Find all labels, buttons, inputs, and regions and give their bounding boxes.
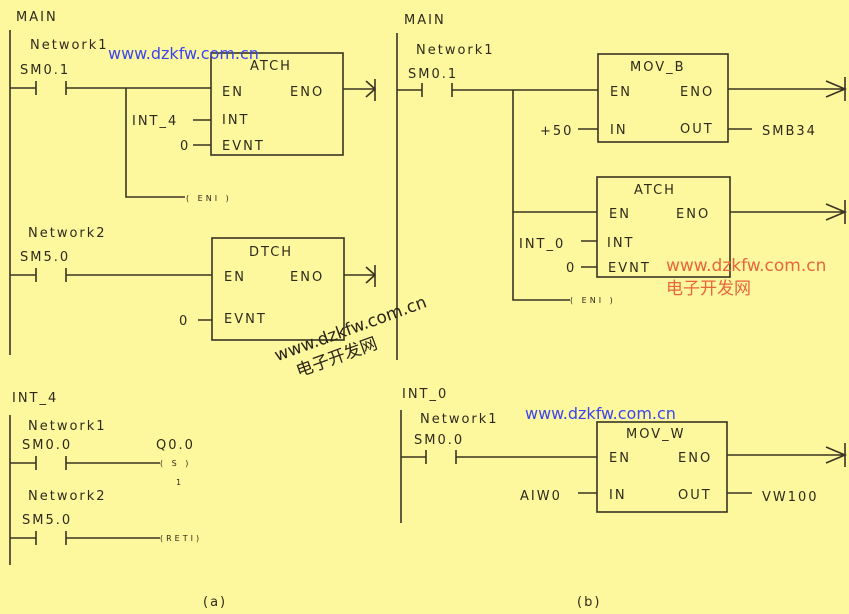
network2-label: Network2 (28, 226, 107, 241)
pin-in: IN (610, 123, 628, 138)
contact-sm01 (10, 81, 211, 95)
watermark-url: www.dzkfw.com.cn (525, 404, 676, 423)
pin-eno: ENO (290, 85, 324, 100)
set-coil: ( S ) (160, 459, 191, 468)
evnt-value: 0 (179, 314, 189, 329)
eni-coil: ( ENI ) (186, 194, 232, 203)
in-value: AIW0 (520, 489, 562, 504)
contact-label: SM0.0 (22, 438, 72, 453)
network1-label: Network1 (420, 412, 499, 427)
out-value: SMB34 (762, 124, 817, 139)
mov-b-box (597, 53, 729, 143)
pin-out: OUT (678, 488, 712, 503)
watermarks: www.dzkfw.com.cn www.dzkfw.com.cn www.dz… (108, 44, 826, 423)
network2-label: Network2 (28, 489, 107, 504)
evnt-value: 0 (566, 261, 576, 276)
branch-wire (125, 88, 185, 198)
contact-sm01 (397, 83, 598, 301)
int-title: INT_0 (402, 387, 448, 402)
caption-b: (b) (577, 595, 601, 610)
pin-evnt: EVNT (608, 261, 651, 276)
pin-int: INT (222, 113, 250, 128)
evnt-value: 0 (180, 139, 190, 154)
contact-label: SM0.1 (20, 63, 70, 78)
wires (578, 77, 848, 130)
pin-out: OUT (680, 122, 714, 137)
pin-en: EN (609, 451, 631, 466)
pin-eno: ENO (678, 451, 712, 466)
coil-address: Q0.0 (156, 438, 195, 453)
int-title: INT_4 (12, 391, 58, 406)
contact-sm00 (10, 456, 160, 470)
caption-a: (a) (203, 595, 227, 610)
wires (578, 443, 848, 494)
coil-count: 1 (176, 478, 184, 487)
pin-en: EN (222, 85, 244, 100)
pin-evnt: EVNT (222, 139, 265, 154)
box-title: ATCH (250, 59, 292, 74)
reti-coil: (RETI) (160, 534, 202, 543)
wires (581, 200, 848, 268)
contact-label: SM0.0 (414, 433, 464, 448)
pin-int: INT (607, 236, 635, 251)
watermark-url: www.dzkfw.com.cn (666, 256, 826, 276)
contact-label: SM5.0 (22, 513, 72, 528)
contact-sm50 (10, 531, 160, 545)
network1-label: Network1 (28, 419, 107, 434)
wires (193, 79, 377, 146)
mov-w-box (596, 421, 728, 513)
contact-sm00 (401, 450, 597, 464)
box-title: DTCH (249, 245, 293, 260)
pin-eno: ENO (676, 207, 710, 222)
diagram-a-int4: INT_4 Network1 SM0.0 Q0.0 ( S ) 1 Networ… (9, 391, 227, 610)
dtch-box (211, 237, 345, 341)
diagram-b-main: MAIN Network1 SM0.1 ( ENI ) MOV_B EN ENO… (396, 13, 848, 360)
atch-box (596, 176, 731, 278)
pin-eno: ENO (290, 270, 324, 285)
pin-en: EN (609, 207, 631, 222)
int-value: INT_4 (132, 114, 178, 129)
main-title: MAIN (404, 13, 446, 28)
diagram-b-int0: INT_0 Network1 SM0.0 MOV_W EN ENO IN OUT… (400, 387, 848, 610)
box-title: ATCH (634, 183, 676, 198)
watermark-cn: 电子开发网 (666, 279, 751, 299)
pin-in: IN (609, 488, 627, 503)
network1-label: Network1 (30, 38, 109, 53)
box-title: MOV_B (630, 60, 686, 75)
in-value: +50 (540, 124, 573, 139)
contact-label: SM0.1 (408, 67, 458, 82)
watermark-url: www.dzkfw.com.cn (108, 44, 259, 63)
box-title: MOV_W (626, 427, 685, 442)
wires (198, 265, 377, 321)
contact-label: SM5.0 (20, 250, 70, 265)
main-title: MAIN (16, 10, 58, 25)
contact-sm50 (10, 268, 212, 282)
int-value: INT_0 (519, 237, 565, 252)
diagram-a-main: MAIN Network1 SM0.1 ( ENI ) ATCH EN ENO … (9, 10, 377, 355)
network1-label: Network1 (416, 43, 495, 58)
eni-coil: ( ENI ) (570, 296, 616, 305)
pin-en: EN (224, 270, 246, 285)
pin-evnt: EVNT (224, 312, 267, 327)
out-value: VW100 (762, 490, 819, 505)
pin-en: EN (610, 85, 632, 100)
atch-box (210, 52, 344, 156)
pin-eno: ENO (680, 85, 714, 100)
